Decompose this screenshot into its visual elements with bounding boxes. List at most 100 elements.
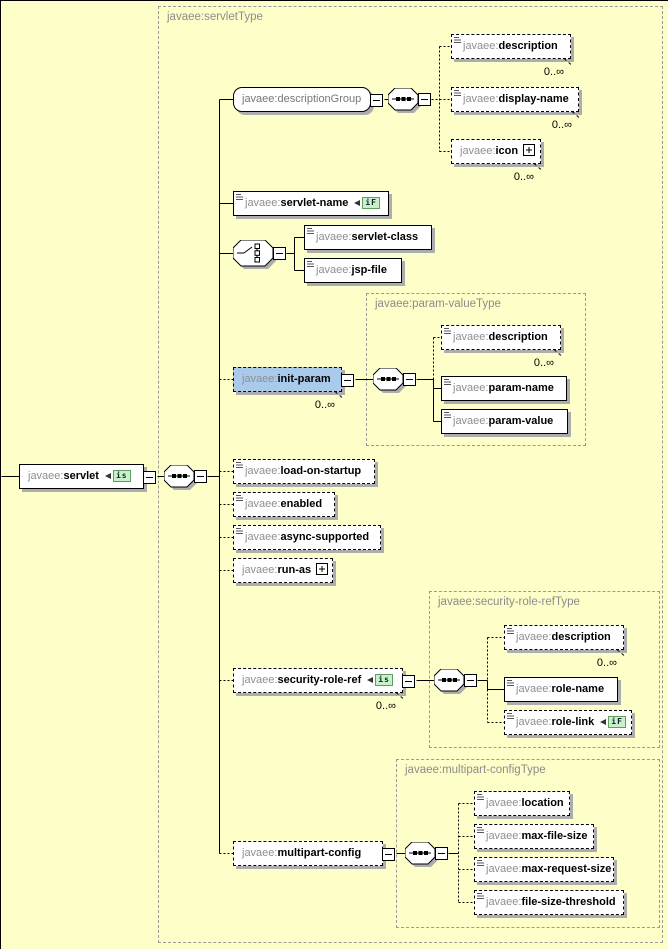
element-namespace-prefix: javaee: — [316, 264, 352, 276]
element-namespace-prefix: javaee: — [486, 863, 522, 875]
expand-button[interactable] — [316, 563, 329, 576]
element-servlet-class[interactable]: javaee:servlet-class — [304, 225, 432, 250]
element-location[interactable]: javaee:location — [474, 791, 570, 816]
collapse-button[interactable] — [382, 848, 395, 861]
element-run-as[interactable]: javaee:run-as — [233, 558, 333, 583]
collapse-button[interactable] — [273, 247, 286, 260]
element-name: description — [498, 40, 558, 52]
text-content-icon — [476, 887, 485, 910]
occurrence-label: 0..∞ — [551, 119, 572, 131]
sequence-compositor[interactable] — [372, 367, 407, 394]
occurrence-label: 0..∞ — [596, 657, 617, 669]
constraint-arrow-icon — [600, 718, 607, 725]
element-name: param-value — [488, 415, 554, 427]
sequence-compositor[interactable] — [163, 464, 198, 491]
identity-constraint-badge: iF — [362, 197, 380, 210]
element-role-name[interactable]: javaee:role-name — [504, 677, 618, 702]
text-content-icon — [235, 522, 244, 545]
element-enabled[interactable]: javaee:enabled — [233, 492, 335, 517]
collapse-button[interactable] — [418, 93, 431, 106]
element-namespace-prefix: javaee: — [453, 382, 489, 394]
dashed-connectors — [219, 46, 505, 903]
element-name: param-name — [488, 382, 554, 394]
element-namespace-prefix: javaee: — [245, 531, 281, 543]
text-content-icon — [453, 31, 462, 54]
element-description[interactable]: javaee:description 0..∞ — [451, 31, 572, 78]
collapse-button[interactable] — [143, 471, 156, 484]
element-name: servlet-class — [351, 231, 419, 243]
element-namespace-prefix: javaee: — [316, 231, 352, 243]
element-namespace-prefix: javaee: — [245, 197, 281, 209]
container-label: javaee:security-role-refType — [438, 596, 580, 608]
element-namespace-prefix: javaee: — [463, 93, 499, 105]
collapse-button[interactable] — [402, 675, 415, 688]
constraint-arrow-icon — [354, 199, 361, 206]
occurrence-label: 0..∞ — [513, 171, 534, 183]
collapse-button[interactable] — [341, 374, 354, 387]
sequence-compositor[interactable] — [433, 668, 468, 695]
text-content-icon — [306, 255, 315, 278]
element-name: description — [551, 631, 611, 643]
element-name: servlet-name — [280, 197, 349, 209]
container-security-role-refType: javaee:security-role-refType — [429, 591, 660, 748]
occurrence-label: 0..∞ — [314, 399, 335, 411]
element-name: enabled — [280, 498, 323, 510]
element-name: icon — [495, 145, 519, 157]
element-servlet-name[interactable]: javaee:servlet-name iF — [233, 191, 389, 216]
element-name: jsp-file — [351, 264, 387, 276]
container-label: javaee:param-valueType — [375, 298, 501, 310]
solid-connectors — [1, 99, 505, 854]
element-descriptionGroup[interactable]: javaee:descriptionGroup — [233, 87, 383, 112]
element-name: description — [488, 331, 548, 343]
identity-constraint-badge: is — [112, 470, 131, 483]
constraint-arrow-icon — [367, 676, 374, 683]
container-multipart-configType: javaee:multipart-configType — [396, 759, 660, 928]
container-label: javaee:multipart-configType — [405, 764, 546, 776]
collapse-button[interactable] — [194, 470, 207, 483]
text-content-icon — [476, 821, 485, 844]
element-name: location — [521, 797, 564, 809]
element-file-size-threshold[interactable]: javaee:file-size-threshold — [474, 890, 624, 915]
element-async-supported[interactable]: javaee:async-supported — [233, 525, 381, 550]
element-multipart-config[interactable]: javaee:multipart-config — [233, 841, 395, 866]
element-max-file-size[interactable]: javaee:max-file-size — [474, 824, 594, 849]
element-namespace-prefix: javaee: — [453, 331, 489, 343]
element-namespace-prefix: javaee: — [463, 40, 499, 52]
collapse-button[interactable] — [403, 373, 416, 386]
expand-button[interactable] — [523, 144, 536, 157]
element-name: descriptionGroup — [277, 93, 362, 105]
choice-compositor[interactable] — [232, 239, 277, 270]
element-max-request-size[interactable]: javaee:max-request-size — [474, 857, 614, 882]
text-content-icon — [443, 373, 452, 396]
element-param-name[interactable]: javaee:param-name — [441, 376, 567, 401]
collapse-button[interactable] — [464, 674, 477, 687]
collapse-button[interactable] — [370, 94, 383, 107]
sequence-compositor[interactable] — [404, 841, 439, 868]
element-namespace-prefix: javaee: — [245, 498, 281, 510]
element-load-on-startup[interactable]: javaee:load-on-startup — [233, 459, 375, 484]
container-param-valueType: javaee:param-valueType — [366, 293, 586, 446]
element-namespace-prefix: javaee: — [242, 93, 278, 105]
text-content-icon — [306, 222, 315, 245]
element-name: run-as — [277, 564, 312, 576]
element-namespace-prefix: javaee: — [242, 564, 278, 576]
element-param-value[interactable]: javaee:param-value — [441, 409, 568, 434]
collapse-button[interactable] — [435, 847, 448, 860]
text-content-icon — [506, 707, 515, 730]
occurrence-label: 0..∞ — [543, 66, 564, 78]
identity-constraint-badge: iF — [608, 716, 626, 729]
sequence-compositor[interactable] — [387, 87, 422, 114]
text-content-icon — [453, 84, 462, 107]
text-content-icon — [235, 489, 244, 512]
element-jsp-file[interactable]: javaee:jsp-file — [304, 258, 402, 283]
